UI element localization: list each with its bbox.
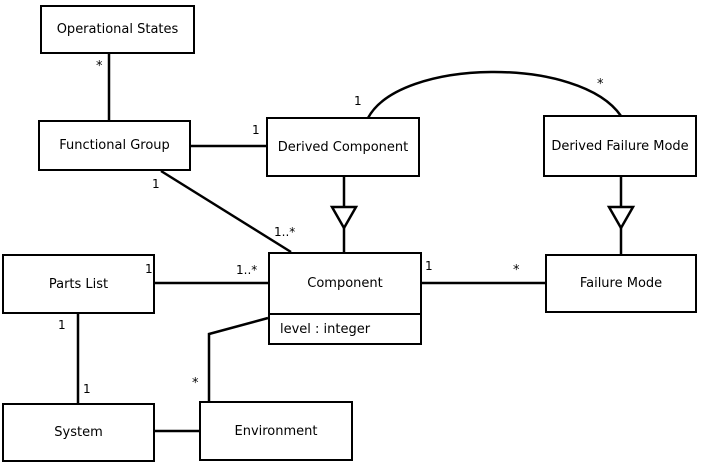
multiplicity-derived-failure-mode-arc-target: * — [597, 77, 604, 92]
class-name-system: System — [54, 425, 103, 440]
generalization-triangle-derived-failure-mode — [606, 205, 636, 231]
class-box-derived-component[interactable]: Derived Component — [266, 117, 420, 177]
multiplicity-functional-group-derived-component: 1 — [252, 123, 260, 137]
multiplicity-failure-mode-component: * — [513, 263, 520, 278]
class-box-derived-failure-mode[interactable]: Derived Failure Mode — [543, 115, 697, 177]
class-name-environment: Environment — [234, 423, 318, 439]
multiplicity-system-parts-list: 1 — [83, 382, 91, 396]
class-box-component[interactable]: Component level : integer — [268, 252, 422, 345]
class-name-parts-list: Parts List — [48, 276, 109, 292]
class-name-component: Component — [307, 276, 383, 291]
class-name-functional-group: Functional Group — [59, 138, 170, 153]
multiplicity-functional-group-component: 1 — [152, 177, 160, 191]
multiplicity-component-environment: * — [192, 376, 199, 391]
class-attribute-component-level: level : integer — [270, 313, 420, 343]
class-box-functional-group[interactable]: Functional Group — [38, 120, 191, 171]
class-name-operational-states: Operational States — [56, 22, 179, 37]
multiplicity-parts-list-component: 1..* — [236, 263, 258, 277]
class-box-system[interactable]: System — [2, 403, 155, 462]
multiplicity-derived-component-arc-source: 1 — [354, 94, 362, 108]
class-name-derived-component: Derived Component — [277, 139, 409, 155]
class-box-failure-mode[interactable]: Failure Mode — [545, 254, 697, 313]
generalization-triangle-derived-component — [329, 205, 359, 231]
multiplicity-component-failure-mode: 1 — [425, 259, 433, 273]
multiplicity-operational-states-functional-group: * — [96, 59, 103, 74]
edge-derived-component-derived-failure-mode-arc — [366, 70, 623, 119]
edge-component-environment — [207, 316, 269, 401]
multiplicity-parts-list-right: 1 — [145, 262, 153, 276]
class-box-operational-states[interactable]: Operational States — [40, 5, 195, 54]
multiplicity-component-functional-group: 1..* — [274, 225, 296, 239]
class-name-derived-failure-mode: Derived Failure Mode — [551, 138, 689, 154]
edge-functional-group-component-diagonal — [160, 169, 292, 254]
class-box-environment[interactable]: Environment — [199, 401, 353, 461]
class-name-failure-mode: Failure Mode — [579, 276, 663, 291]
multiplicity-parts-list-system: 1 — [58, 318, 66, 332]
class-box-parts-list[interactable]: Parts List — [2, 254, 155, 314]
